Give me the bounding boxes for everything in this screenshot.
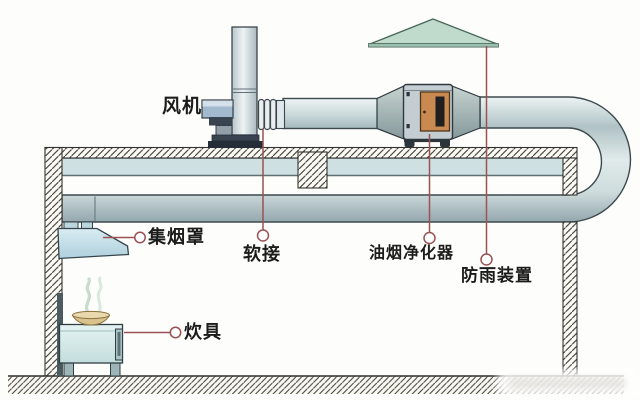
cookware-label: 炊具 [184,322,222,343]
right-wall-lower [562,221,578,378]
flexible-joint-label: 软接 [243,244,281,265]
anchor-cookware [169,326,182,339]
duct-collar [275,99,286,130]
fan-base-upper [211,134,260,142]
rain-guard-label: 防雨装置 [461,266,533,286]
purifier-outlet-cone [451,85,481,140]
purifier-label: 油烟净化器 [369,243,455,262]
cookware-stove [58,276,124,377]
steam-2 [96,276,103,315]
floor [8,376,624,394]
rain-guard-cap [368,18,499,48]
purifier-inlet-cone [376,85,405,140]
stove-leg-right [110,362,121,377]
door-handle [423,110,426,114]
flexible-joint [257,98,286,131]
purifier-foot-right [440,140,450,147]
anchor-smoke-hood [134,231,146,244]
fan-base-lower [208,141,263,148]
watermark [497,370,637,397]
stove-body [58,323,124,364]
smoke-hood [57,221,130,260]
annotation-lines [103,46,493,339]
steam [84,277,92,315]
smoke-hood-label: 集烟罩 [148,227,205,248]
pot-rim [72,310,110,320]
fume-purifier [376,83,481,147]
anchor-rain-guard [480,253,493,266]
anchor-flexible-joint [256,229,270,242]
fan-motor [209,117,232,126]
stove-leg-left [63,362,74,377]
hanging-beam [297,151,328,189]
anchor-purifier [423,231,436,245]
fan-riser-pipe [231,26,258,136]
purifier-door-slot [435,96,445,127]
exhaust-fan [201,26,263,148]
right-wall-upper [562,157,578,196]
fan-label: 风机 [162,95,203,117]
purifier-foot-left [404,140,415,147]
fan-pedestal [215,125,233,136]
